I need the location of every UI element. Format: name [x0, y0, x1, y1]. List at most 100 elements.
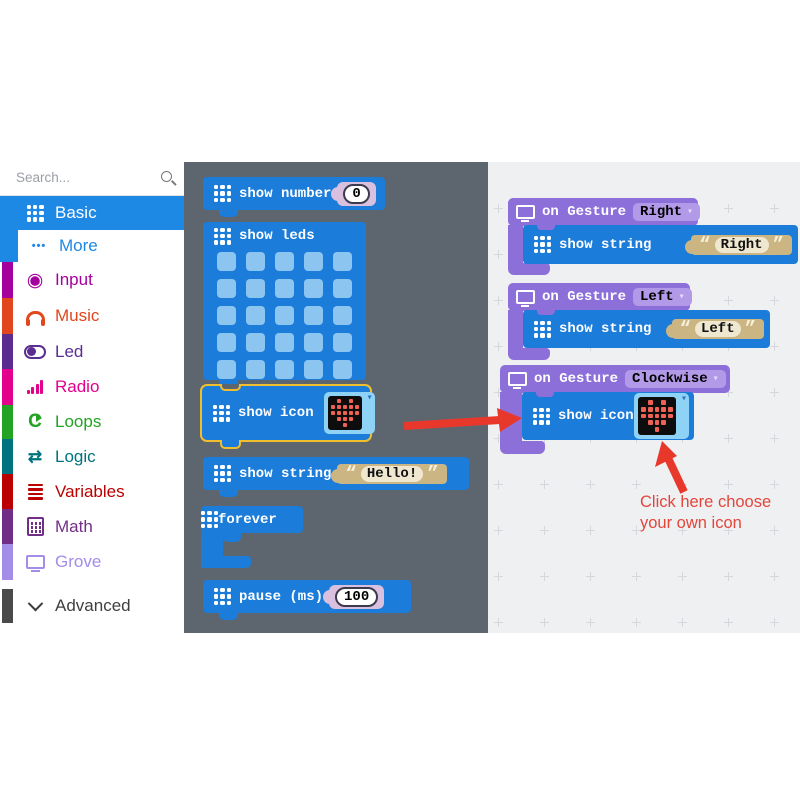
led-dot — [337, 423, 341, 427]
grid-cross — [494, 618, 503, 627]
sidebar-item-loops[interactable]: C Loops — [0, 405, 184, 439]
block-label: pause (ms) — [239, 588, 324, 605]
grid-cross — [724, 526, 733, 535]
led-cell[interactable] — [304, 252, 323, 271]
sidebar-item-radio[interactable]: Radio — [0, 369, 184, 405]
block-label: show number — [239, 185, 332, 202]
search-input[interactable] — [14, 169, 148, 186]
grid-cross — [494, 342, 503, 351]
grid-cross — [770, 434, 779, 443]
socket-tab — [685, 239, 695, 254]
led-cell[interactable] — [217, 333, 236, 352]
block-on-gesture-left[interactable]: on Gesture Left▾ show string “Left” — [508, 283, 773, 361]
sidebar-item-math[interactable]: Math — [0, 509, 184, 544]
sidebar-item-led[interactable]: Led — [0, 334, 184, 369]
block-label: show icon — [558, 408, 634, 424]
category-color-bar — [2, 439, 13, 474]
led-cell[interactable] — [304, 306, 323, 325]
sidebar-item-advanced[interactable]: Advanced — [0, 586, 184, 626]
led-cell[interactable] — [333, 360, 352, 379]
block-show-string-left[interactable]: show string “Left” — [523, 310, 770, 348]
string-field[interactable]: “Hello!” — [331, 463, 447, 484]
sidebar-item-basic[interactable]: Basic — [0, 196, 184, 230]
block-on-gesture-right[interactable]: on Gesture Right▾ show string “Right” — [508, 198, 800, 276]
led-cell[interactable] — [275, 360, 294, 379]
led-cell[interactable] — [217, 279, 236, 298]
bars-icon — [27, 483, 43, 500]
led-cell[interactable] — [275, 306, 294, 325]
string-field[interactable]: “Left” — [665, 319, 764, 339]
block-show-string[interactable]: show string “Hello!” — [203, 457, 469, 497]
led-cell[interactable] — [246, 333, 265, 352]
led-cell[interactable] — [246, 252, 265, 271]
led-cell[interactable] — [304, 333, 323, 352]
gesture-dropdown[interactable]: Left▾ — [633, 288, 692, 306]
led-cell[interactable] — [304, 279, 323, 298]
search-icon[interactable] — [161, 171, 172, 182]
block-show-icon-highlighted[interactable]: show icon ▾ — [200, 384, 375, 449]
led-cell[interactable] — [333, 333, 352, 352]
block-show-number[interactable]: show number 0 — [203, 177, 385, 217]
led-dot — [668, 420, 673, 425]
gesture-dropdown[interactable]: Right▾ — [633, 203, 701, 221]
led-dot — [641, 406, 646, 412]
led-cell[interactable] — [333, 279, 352, 298]
led-cell[interactable] — [217, 252, 236, 271]
category-color-bar — [2, 405, 13, 439]
dropdown-arrow-icon: ▾ — [712, 374, 719, 385]
sidebar-item-input[interactable]: ◉ Input — [0, 262, 184, 298]
grid-cross — [494, 204, 503, 213]
sidebar-item-grove[interactable]: Grove — [0, 544, 184, 580]
sidebar-item-logic[interactable]: ⇄ Logic — [0, 439, 184, 474]
shuffle-icon: ⇄ — [27, 446, 43, 466]
number-field[interactable]: 100 — [323, 584, 385, 609]
icon-picker-field[interactable]: ▾ — [634, 393, 689, 439]
category-color-bar — [2, 589, 13, 623]
sidebar-item-label: Variables — [55, 481, 125, 501]
led-editor-grid[interactable] — [217, 252, 352, 379]
annotation-line: Click here choose — [640, 493, 772, 511]
sidebar-item-music[interactable]: Music — [0, 298, 184, 334]
block-forever[interactable]: forever — [201, 506, 303, 568]
repeat-icon: C — [28, 411, 42, 432]
block-on-gesture-clockwise[interactable]: on Gesture Clockwise▾ show icon ▾ — [500, 365, 730, 457]
monitor-icon — [516, 205, 535, 222]
led-dot — [668, 406, 673, 412]
number-field[interactable]: 0 — [331, 181, 376, 206]
sidebar-item-label: Grove — [55, 552, 102, 571]
led-cell[interactable] — [275, 333, 294, 352]
led-cell[interactable] — [246, 360, 265, 379]
connector-notch — [220, 384, 241, 391]
led-cell[interactable] — [333, 252, 352, 271]
category-color-bar — [2, 544, 13, 580]
string-field[interactable]: “Right” — [685, 233, 792, 256]
block-pause[interactable]: pause (ms) 100 — [203, 580, 411, 620]
grid-cross — [632, 572, 641, 581]
sidebar-item-variables[interactable]: Variables — [0, 474, 184, 509]
block-show-icon-workspace[interactable]: show icon ▾ — [522, 392, 694, 440]
led-cell[interactable] — [217, 306, 236, 325]
grid-cross — [632, 526, 641, 535]
led-cell[interactable] — [304, 360, 323, 379]
block-show-leds[interactable]: show leds — [203, 222, 366, 387]
led-dot — [661, 427, 666, 432]
heart-icon-preview — [327, 396, 362, 430]
led-cell[interactable] — [275, 279, 294, 298]
led-cell[interactable] — [275, 252, 294, 271]
led-cell[interactable] — [333, 306, 352, 325]
icon-picker-field[interactable]: ▾ — [323, 392, 375, 434]
block-show-string-right[interactable]: show string “Right” — [523, 225, 798, 264]
selected-category-tab — [0, 230, 18, 262]
led-dot — [641, 427, 646, 432]
led-cell[interactable] — [246, 279, 265, 298]
led-cell[interactable] — [246, 306, 265, 325]
led-dot — [661, 420, 667, 426]
gesture-dropdown[interactable]: Clockwise▾ — [625, 370, 726, 388]
led-dot — [355, 417, 359, 421]
grid-cross — [770, 618, 779, 627]
sidebar-item-more[interactable]: ••• More — [0, 230, 184, 262]
chevron-down-icon — [27, 595, 43, 611]
led-cell[interactable] — [217, 360, 236, 379]
close-quote: ” — [772, 233, 784, 256]
connector-tab — [219, 613, 238, 620]
